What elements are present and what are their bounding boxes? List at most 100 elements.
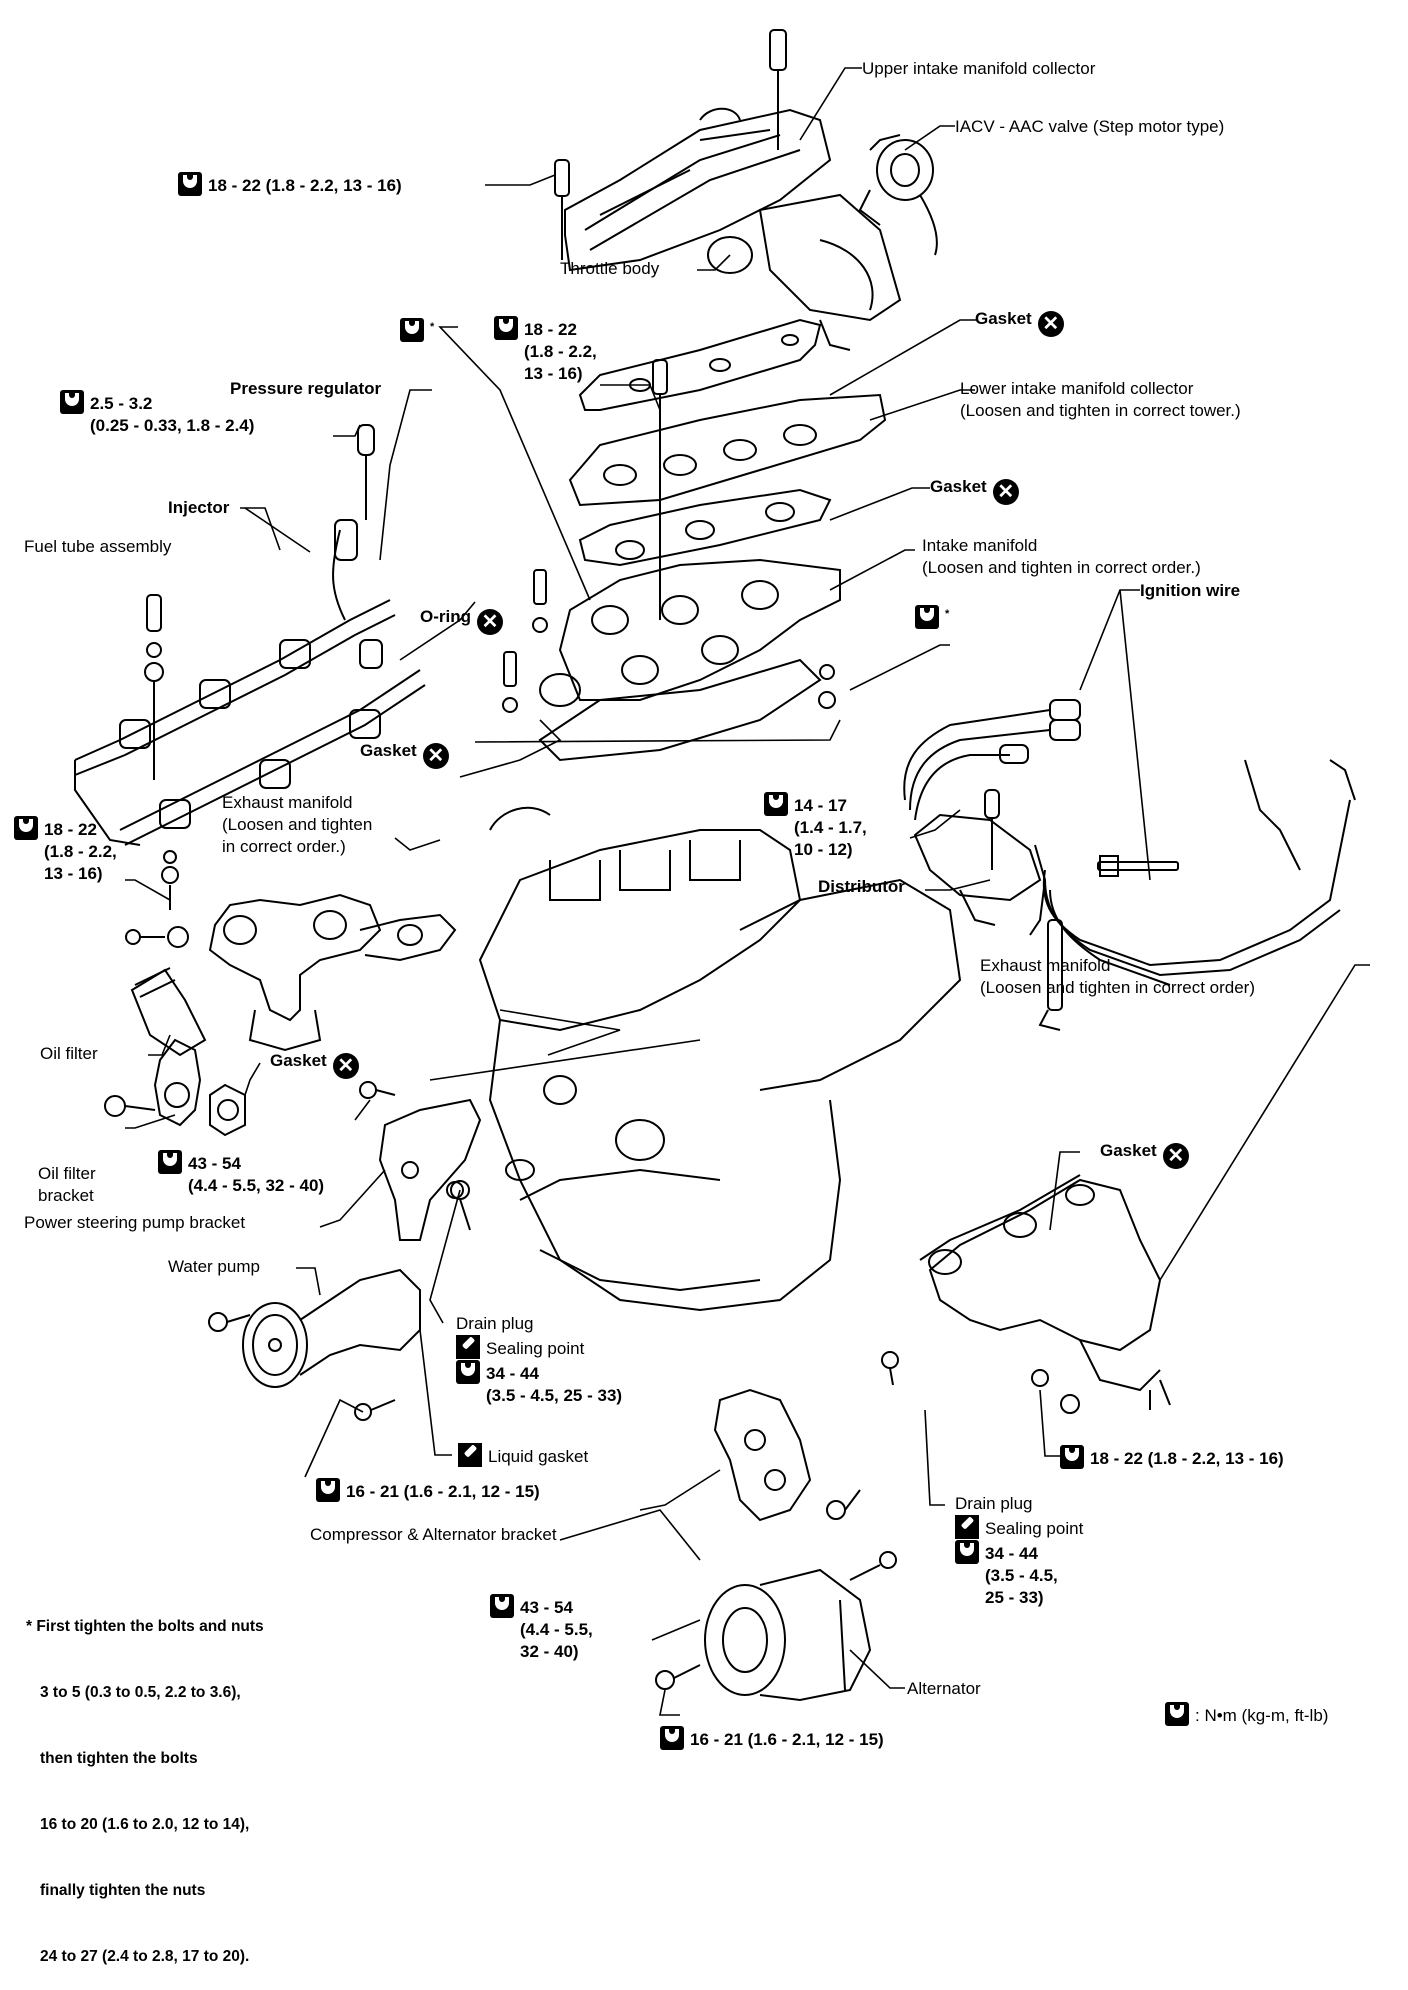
stud-nuts [502, 569, 836, 713]
label-note: (Loosen and tighten in correct order.) [922, 558, 1201, 577]
fuel-tube-bolts [144, 424, 375, 910]
do-not-reuse-x-icon: ✕ [332, 1053, 359, 1079]
label-liquid-gasket: Liquid gasket [458, 1443, 588, 1468]
label-exhaust-manifold-right: Exhaust manifold (Loosen and tighten in c… [980, 955, 1255, 999]
torque-value-ftlb: 13 - 16) [524, 364, 583, 383]
label-note: (Loosen and tighten [222, 815, 373, 834]
torque-value: 2.5 - 3.2 [90, 394, 153, 413]
compressor-alternator-bracket [713, 1388, 861, 1522]
torque-value-kgm: (1.4 - 1.7, [794, 818, 867, 837]
torque-value-ftlb: 32 - 40) [520, 1642, 579, 1661]
do-not-reuse-x-icon: ✕ [422, 743, 449, 769]
torque-value: 18 - 22 (1.8 - 2.2, 13 - 16) [1090, 1449, 1284, 1468]
sealant-tube-icon [955, 1515, 979, 1539]
wrench-torque-icon [764, 792, 788, 816]
label-note: in correct order.) [222, 837, 346, 856]
gasket-text: Gasket [1100, 1141, 1157, 1160]
label-gasket-fuel: Gasket ✕ [360, 740, 449, 769]
torque-value-ftlb: 10 - 12) [794, 840, 853, 859]
torque-spec-oil-filter: 43 - 54(4.4 - 5.5, 32 - 40) [158, 1150, 324, 1197]
label-upper-intake-manifold-collector: Upper intake manifold collector [862, 59, 1096, 78]
label-lower-intake-manifold-collector: Lower intake manifold collector(Loosen a… [960, 378, 1241, 422]
label-note: (Loosen and tighten in correct order) [980, 978, 1255, 997]
label-line: Lower intake manifold collector [960, 379, 1194, 398]
cylinder-block [478, 806, 962, 1312]
torque-value: 18 - 22 (1.8 - 2.2, 13 - 16) [208, 176, 402, 195]
torque-value-alt: (4.4 - 5.5, 32 - 40) [188, 1176, 325, 1195]
gasket-middle [578, 488, 832, 567]
do-not-reuse-x-icon: ✕ [1037, 311, 1064, 337]
torque-value: 18 - 22 [44, 820, 97, 839]
water-pump [208, 1268, 421, 1421]
torque-spec-water-pump: 16 - 21 (1.6 - 2.1, 12 - 15) [316, 1478, 540, 1503]
footnote: * First tighten the bolts and nuts 3 to … [26, 1572, 264, 1990]
wrench-torque-icon [158, 1150, 182, 1174]
torque-value-kgm: (4.4 - 5.5, [520, 1620, 593, 1639]
torque-spec-upper-bolt: 18 - 22 (1.8 - 2.2, 13 - 16) [178, 172, 402, 197]
torque-value: 14 - 17 [794, 796, 847, 815]
wrench-torque-icon [1165, 1702, 1189, 1726]
units-text: : N•m (kg-m, ft-lb) [1195, 1706, 1329, 1725]
label-alternator: Alternator [907, 1679, 981, 1698]
label-injector: Injector [168, 498, 230, 517]
torque-value-kgm: (3.5 - 4.5, [985, 1566, 1058, 1585]
label-fuel-tube-assembly: Fuel tube assembly [24, 537, 172, 556]
torque-spec-exhaust-left: 18 - 22(1.8 - 2.2,13 - 16) [14, 816, 117, 885]
label-line: Intake manifold [922, 536, 1038, 555]
units-legend: : N•m (kg-m, ft-lb) [1165, 1702, 1328, 1727]
torque-value: 34 - 44 [486, 1364, 539, 1383]
do-not-reuse-x-icon: ✕ [992, 479, 1019, 505]
o-ring-text: O-ring [420, 607, 471, 626]
wrench-torque-icon [915, 604, 939, 629]
wrench-torque-icon [400, 317, 424, 342]
torque-value: 43 - 54 [520, 1598, 573, 1617]
gasket-text: Gasket [360, 741, 417, 760]
label-distributor: Distributor [818, 877, 905, 896]
label-iacv-aac-valve: IACV - AAC valve (Step motor type) [955, 117, 1225, 136]
torque-value: 18 - 22 [524, 320, 577, 339]
footnote-line: 3 to 5 (0.3 to 0.5, 2.2 to 3.6), [40, 1684, 241, 1701]
footnote-line: * First tighten the bolts and nuts [26, 1618, 264, 1635]
footnote-line: 24 to 27 (2.4 to 2.8, 17 to 20). [40, 1948, 250, 1965]
intake-manifold [538, 558, 841, 762]
do-not-reuse-x-icon: ✕ [1162, 1143, 1189, 1169]
label-gasket-middle: Gasket✕ [930, 476, 1019, 505]
wrench-torque-icon [316, 1478, 340, 1502]
label-line: Exhaust manifold [980, 956, 1111, 975]
distributor [913, 789, 1047, 936]
throttle-body [707, 193, 902, 351]
gasket-text: Gasket [270, 1051, 327, 1070]
label-line: bracket [38, 1186, 94, 1205]
drain-plug-left [450, 1180, 471, 1231]
ignition-wires [903, 699, 1356, 1031]
wrench-torque-icon [178, 172, 202, 196]
power-steering-pump-bracket [359, 1081, 482, 1241]
torque-value-alt: (0.25 - 0.33, 1.8 - 2.4) [90, 416, 255, 435]
fuel-tube-assembly [74, 519, 426, 846]
torque-spec-bracket: 43 - 54 (4.4 - 5.5, 32 - 40) [490, 1594, 593, 1663]
torque-value: 16 - 21 (1.6 - 2.1, 12 - 15) [346, 1482, 540, 1501]
upper-intake-manifold-collector [564, 29, 832, 272]
torque-spec-distributor: 14 - 17 (1.4 - 1.7, 10 - 12) [764, 792, 867, 861]
torque-value: 16 - 21 (1.6 - 2.1, 12 - 15) [690, 1730, 884, 1749]
iacv-aac-valve [858, 134, 938, 256]
gasket-text: Gasket [975, 309, 1032, 328]
footnote-line: 16 to 20 (1.6 to 2.0, 12 to 14), [40, 1816, 250, 1833]
label-ignition-wire: Ignition wire [1140, 581, 1241, 600]
label-exhaust-manifold-left: Exhaust manifold (Loosen and tighten in co… [222, 792, 372, 858]
exhaust-manifold-right [919, 1174, 1171, 1414]
sealant-tube-icon [458, 1443, 482, 1467]
label-gasket-upper: Gasket ✕ [975, 308, 1064, 337]
torque-spec-regulator: 2.5 - 3.2 (0.25 - 0.33, 1.8 - 2.4) [60, 390, 254, 437]
torque-value-kgm: (1.8 - 2.2, [524, 342, 597, 361]
label-line: Exhaust manifold [222, 793, 353, 812]
exhaust-manifold-left [125, 893, 457, 1052]
footnote-line: finally tighten the nuts [40, 1882, 206, 1899]
sealing-point-text: Sealing point [486, 1339, 585, 1358]
torque-spec-exhaust-right: 18 - 22 (1.8 - 2.2, 13 - 16) [1060, 1445, 1284, 1470]
label-compressor-alternator-bracket: Compressor & Alternator bracket [310, 1525, 557, 1544]
wrench-torque-icon [494, 316, 518, 340]
